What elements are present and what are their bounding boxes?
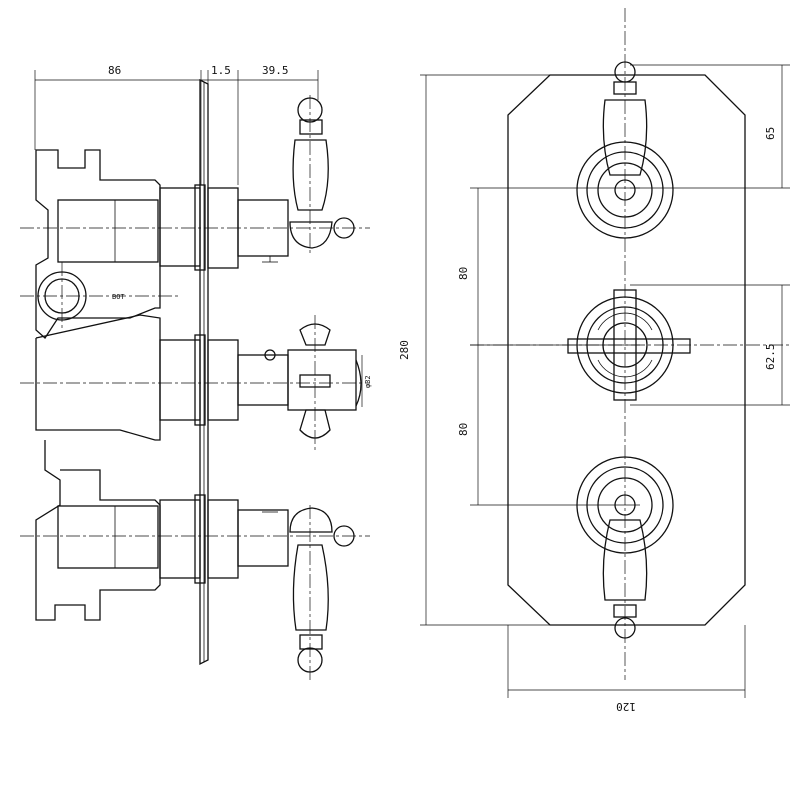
dim-plate: 1.5: [211, 64, 231, 77]
valve-body: BOT: [35, 149, 161, 621]
dim-top: 65: [764, 127, 777, 140]
bottom-spindle: [159, 494, 289, 584]
size-label: φ32: [364, 375, 372, 388]
bottom-lever-handle: [289, 507, 355, 673]
side-view: 86 1.5 39.5 BOT: [20, 64, 372, 680]
spacing-dimensions: 80 80: [457, 187, 640, 506]
dim-handle: 62.5: [764, 344, 777, 371]
dim-width: 120: [616, 700, 636, 713]
top-dimension: 65: [630, 64, 790, 189]
dim-projection: 39.5: [262, 64, 289, 77]
dim-height: 280: [398, 340, 411, 360]
top-dimension-chain: 86 1.5 39.5: [34, 64, 319, 185]
front-center-lines: [470, 8, 790, 680]
dim-spacing-lower: 80: [457, 423, 470, 436]
dim-spacing-upper: 80: [457, 267, 470, 280]
top-lever-handle: [289, 97, 355, 249]
outlet-label: BOT: [112, 293, 125, 301]
top-spindle: [159, 184, 289, 271]
front-view: 280 65 80 80 62.5: [398, 8, 790, 713]
middle-cross-handle: φ32: [287, 323, 372, 439]
side-center-lines: [20, 95, 370, 680]
dim-body-depth: 86: [108, 64, 121, 77]
faceplate: [507, 74, 746, 626]
wall-plate: [199, 78, 209, 666]
width-dimension: 120: [507, 625, 746, 713]
middle-spindle: [159, 334, 289, 426]
height-dimension: 280: [398, 74, 560, 626]
